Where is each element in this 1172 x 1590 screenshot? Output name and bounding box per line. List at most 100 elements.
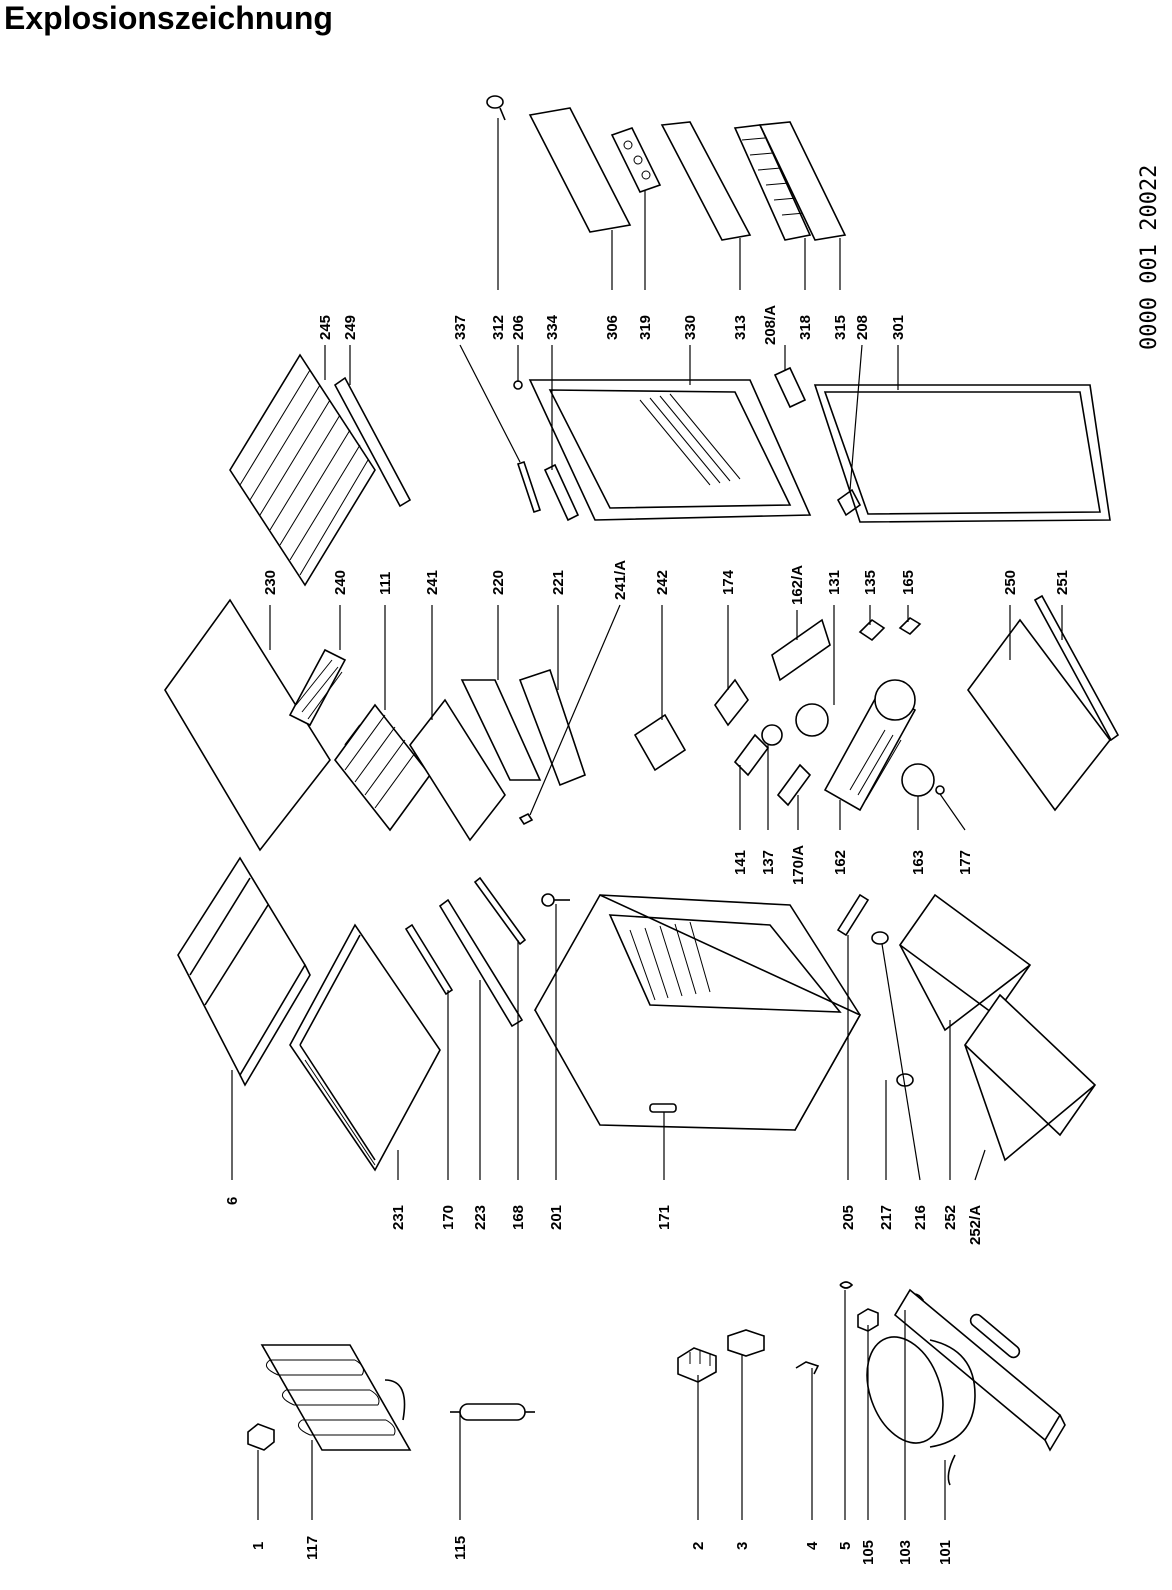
part-label: 135 bbox=[862, 570, 879, 595]
part-label: 141 bbox=[732, 850, 749, 875]
part-223-rail-drawing bbox=[438, 898, 524, 1028]
part-label: 2 bbox=[690, 1542, 707, 1550]
part-245-wire-shelf-drawing bbox=[229, 353, 376, 587]
part-label: 221 bbox=[550, 570, 567, 595]
part-label: 111 bbox=[377, 572, 394, 595]
part-label: 216 bbox=[912, 1205, 929, 1230]
part-label: 252 bbox=[942, 1205, 959, 1230]
part-137-bulb-drawing bbox=[761, 724, 783, 746]
part-162-thermostat-housing-drawing bbox=[823, 679, 917, 812]
part-312-screw-drawing bbox=[486, 95, 506, 121]
part-label: 137 bbox=[760, 850, 777, 875]
part-131-knob-drawing bbox=[795, 703, 829, 737]
document-code: 0000 001 20022 bbox=[1137, 165, 1162, 350]
part-242-box-drawing bbox=[633, 713, 687, 772]
part-208-hinge-drawing bbox=[836, 488, 862, 517]
part-label: 252/A bbox=[967, 1205, 984, 1245]
part-label: 4 bbox=[804, 1541, 821, 1550]
part-318-bottle-rack-drawing bbox=[733, 124, 812, 241]
part-label: 162 bbox=[832, 850, 849, 875]
part-label: 5 bbox=[837, 1542, 854, 1550]
part-252a-drawer-drawing bbox=[963, 993, 1097, 1162]
part-4-clip-drawing bbox=[795, 1361, 820, 1375]
part-2-connector-drawing bbox=[677, 1347, 717, 1383]
part-label: 318 bbox=[797, 315, 814, 340]
part-label: 205 bbox=[840, 1205, 857, 1230]
part-315-door-shelf-drawing bbox=[758, 121, 847, 241]
part-221-strip-drawing bbox=[518, 668, 586, 787]
part-label: 165 bbox=[900, 570, 917, 595]
part-241a-clip-drawing bbox=[518, 812, 534, 826]
part-label: 174 bbox=[720, 569, 737, 595]
part-label: 306 bbox=[604, 315, 621, 340]
part-label: 163 bbox=[910, 850, 927, 875]
part-label: 206 bbox=[510, 315, 527, 340]
part-label: 241 bbox=[424, 570, 441, 595]
part-170-strip-drawing bbox=[404, 923, 454, 996]
page-title: Explosionszeichnung bbox=[4, 0, 333, 36]
part-label: 3 bbox=[734, 1542, 751, 1550]
part-301-door-gasket-drawing bbox=[813, 384, 1111, 523]
part-319-egg-tray-drawing bbox=[610, 127, 662, 193]
part-number-labels: 1 117 115 2 3 4 5 105 103 101 6 231 170 … bbox=[224, 305, 1071, 1565]
part-label: 230 bbox=[262, 570, 279, 595]
part-201-screw-drawing bbox=[541, 893, 570, 907]
part-241-drip-tray-drawing bbox=[409, 698, 506, 842]
part-label: 115 bbox=[452, 1536, 469, 1560]
part-5-wire-drawing bbox=[839, 1281, 854, 1289]
part-label: 231 bbox=[390, 1205, 407, 1230]
part-208a-hinge-drawing bbox=[773, 366, 807, 409]
part-label: 208/A bbox=[762, 305, 779, 345]
part-label: 1 bbox=[250, 1542, 267, 1550]
part-168-strip-drawing bbox=[473, 876, 527, 946]
part-label: 240 bbox=[332, 570, 349, 595]
part-label: 170 bbox=[440, 1205, 457, 1230]
part-330-door-liner-drawing bbox=[528, 379, 812, 521]
part-337-strip-drawing bbox=[516, 460, 542, 514]
part-216-foot-drawing bbox=[871, 931, 889, 945]
part-250-glass-shelf-drawing bbox=[967, 618, 1112, 812]
part-249-strip-drawing bbox=[333, 376, 412, 508]
part-label: 168 bbox=[510, 1205, 527, 1230]
part-label: 313 bbox=[732, 315, 749, 340]
part-label: 223 bbox=[472, 1205, 489, 1230]
part-label: 241/A bbox=[612, 560, 629, 600]
part-label: 251 bbox=[1054, 570, 1071, 595]
part-label: 6 bbox=[224, 1197, 241, 1205]
part-163-knob-drawing bbox=[901, 763, 935, 797]
part-231-shelf-drawing bbox=[289, 923, 441, 1172]
part-313-door-shelf-drawing bbox=[660, 121, 752, 241]
part-111-evaporator-drawing bbox=[333, 703, 432, 832]
part-label: 242 bbox=[654, 570, 671, 595]
part-label: 330 bbox=[682, 315, 699, 340]
part-label: 217 bbox=[878, 1205, 895, 1230]
part-label: 250 bbox=[1002, 570, 1019, 595]
part-115-filter-drawing bbox=[450, 1403, 535, 1421]
part-117-condenser-drawing bbox=[260, 1344, 412, 1451]
part-label: 177 bbox=[957, 850, 974, 875]
part-label: 208 bbox=[854, 315, 871, 340]
part-3-relay-drawing bbox=[727, 1329, 765, 1357]
part-label: 334 bbox=[544, 314, 561, 340]
part-171-cabinet-drawing bbox=[533, 893, 862, 1132]
part-label: 319 bbox=[637, 315, 654, 340]
leader-lines bbox=[231, 118, 1063, 1520]
part-label: 245 bbox=[317, 315, 334, 340]
part-240-ice-tray-drawing bbox=[288, 648, 347, 727]
part-label: 312 bbox=[490, 315, 507, 340]
part-105-grommet-drawing bbox=[857, 1308, 879, 1332]
part-label: 131 bbox=[826, 570, 843, 595]
part-label: 171 bbox=[656, 1205, 673, 1230]
part-206-pin-drawing bbox=[513, 380, 523, 390]
part-label: 162/A bbox=[789, 565, 806, 605]
part-label: 117 bbox=[304, 1536, 321, 1560]
part-label: 220 bbox=[490, 570, 507, 595]
part-label: 101 bbox=[937, 1540, 954, 1565]
part-label: 301 bbox=[890, 315, 907, 340]
part-label: 103 bbox=[897, 1540, 914, 1565]
part-220-rail-drawing bbox=[460, 679, 542, 781]
part-6-top-cover-drawing bbox=[177, 856, 311, 1087]
part-label: 105 bbox=[860, 1540, 877, 1565]
part-101-compressor-drawing bbox=[866, 1288, 1066, 1486]
